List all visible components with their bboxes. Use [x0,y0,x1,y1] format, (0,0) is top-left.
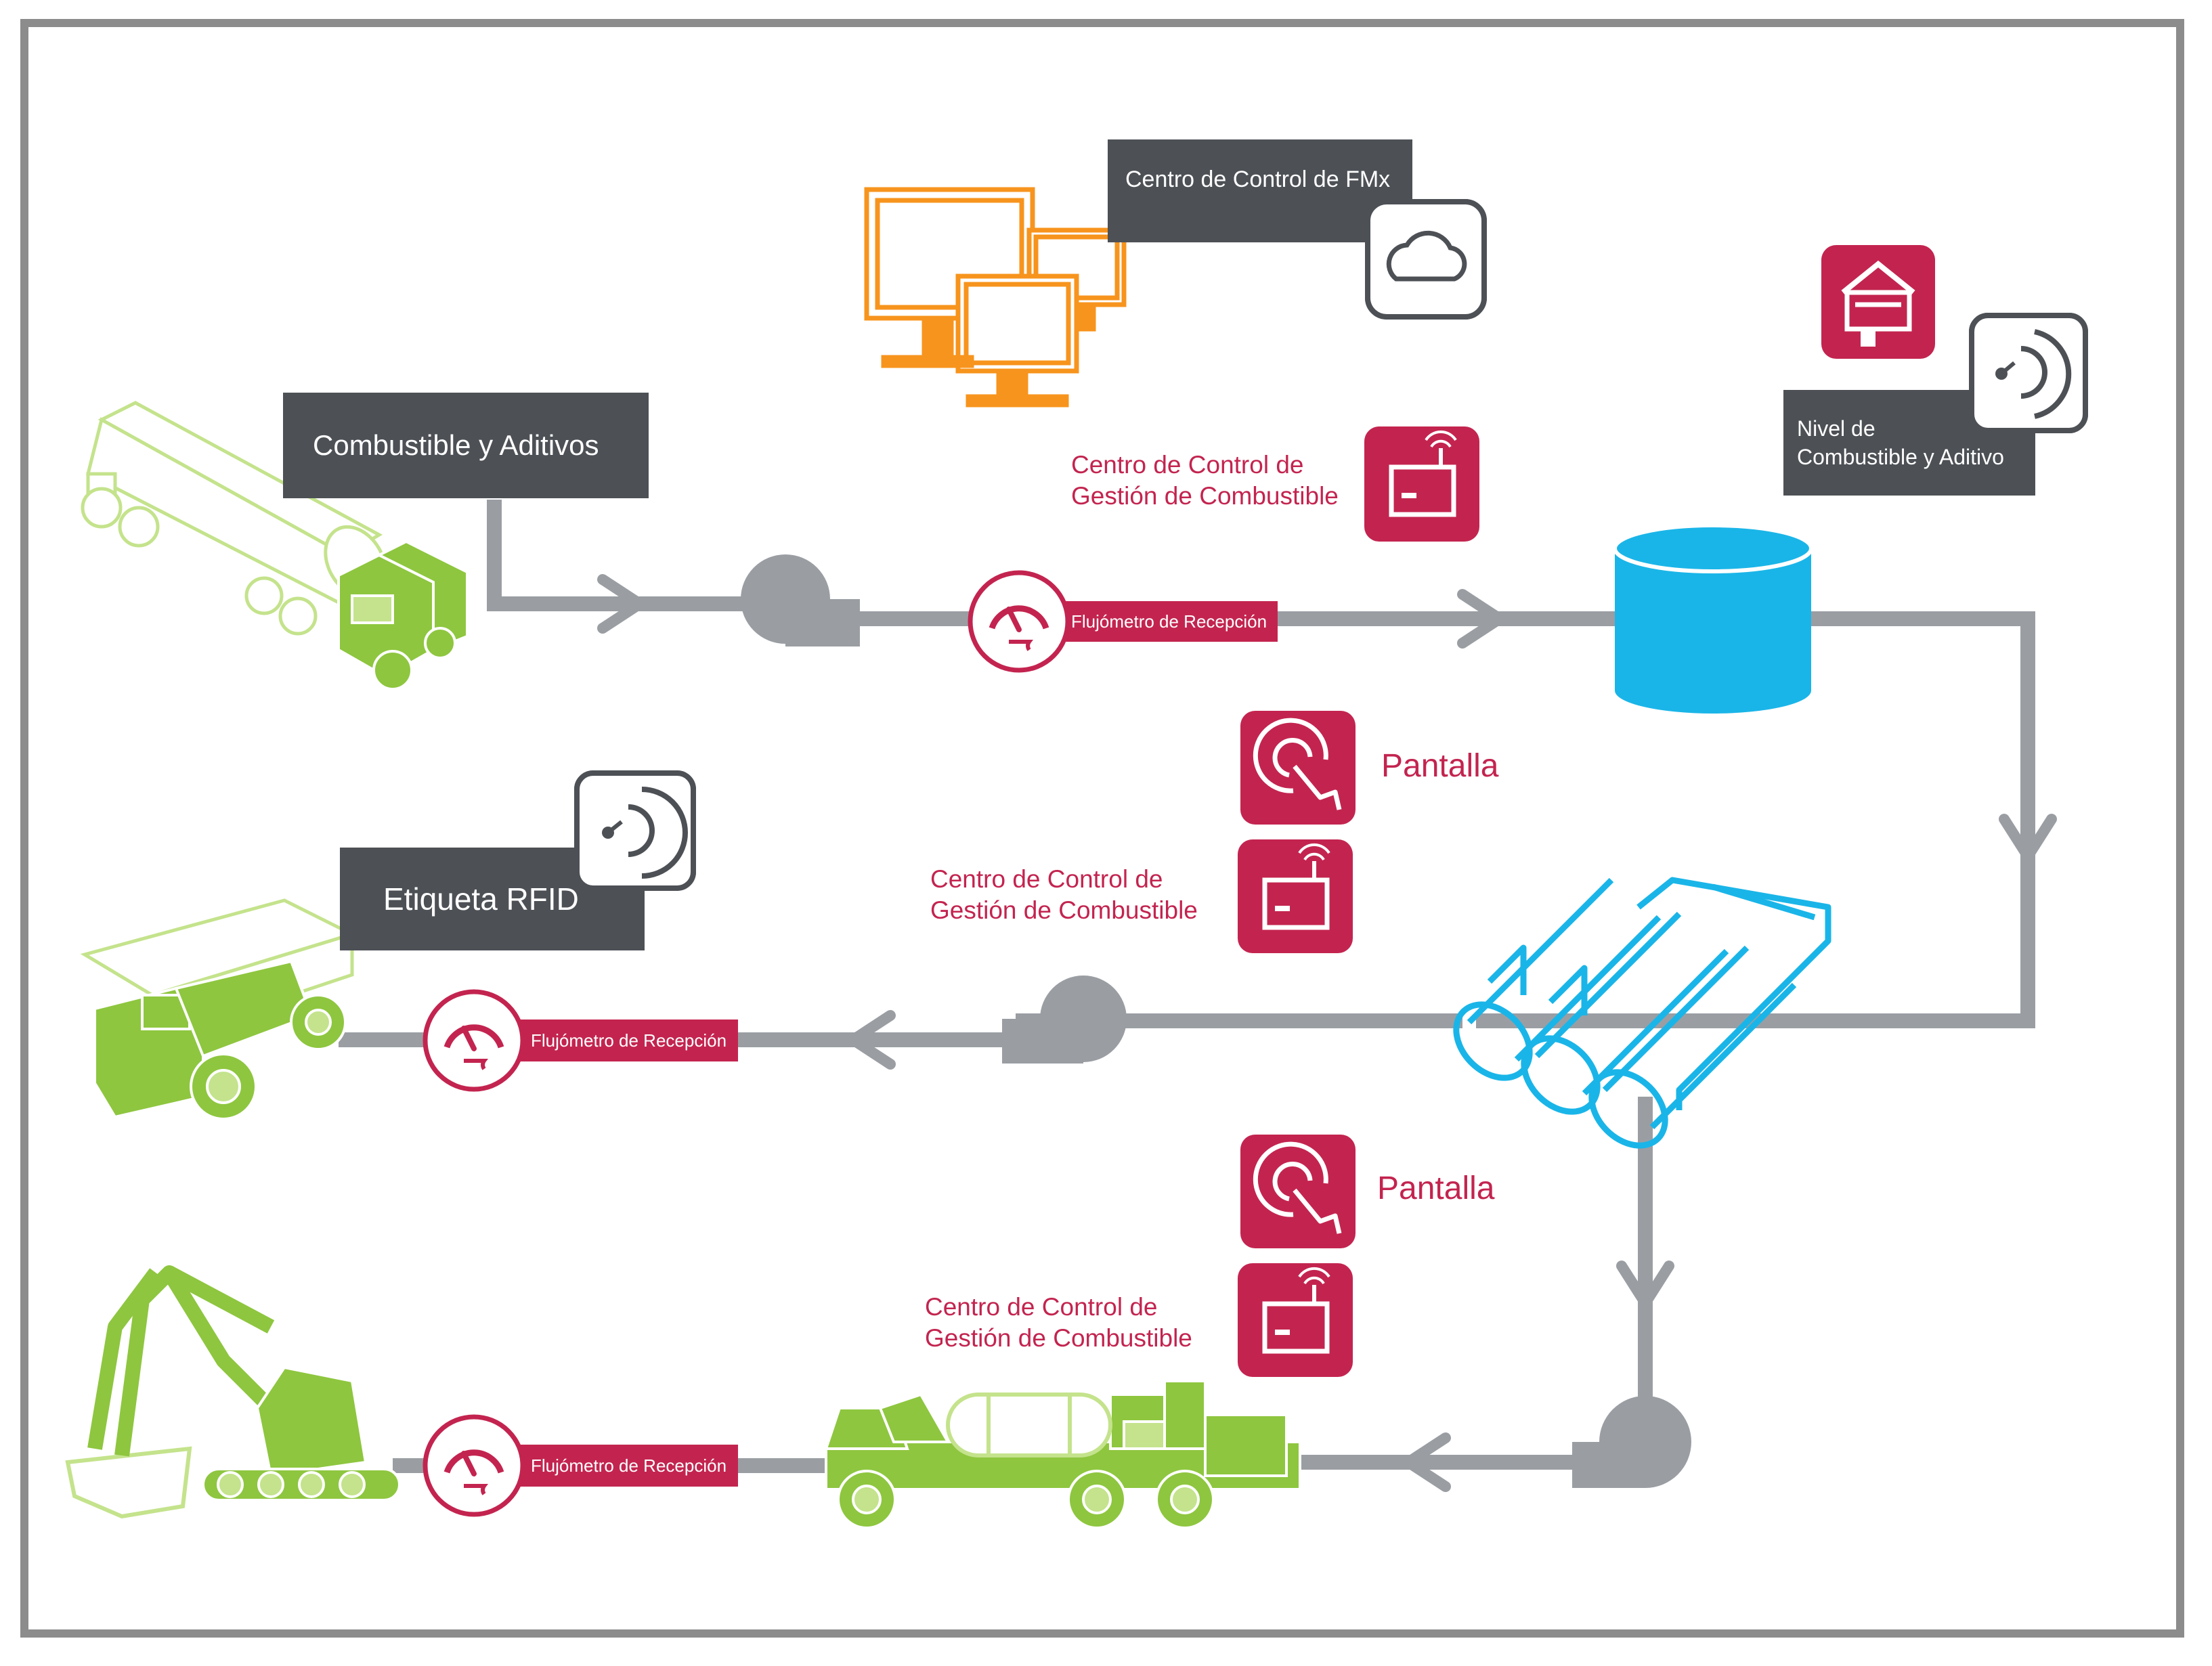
haul-truck-icon [80,898,357,1120]
fmx-center-label: Centro de Control de FMx [1108,139,1412,242]
excavator-icon [65,1265,401,1519]
fuel-control-center-label-top: Centro de Control de Gestión de Combusti… [1071,450,1339,512]
rfid-tag-text: Etiqueta RFID [383,881,579,917]
fuel-additives-text: Combustible y Aditivos [313,429,599,461]
farm-tank [1588,945,1797,1149]
fuel-controller-icon [1238,1263,1353,1377]
fuel-control-center-label-bottom: Centro de Control de Gestión de Combusti… [925,1292,1192,1354]
flowmeter-label-top: Flujómetro de Recepción [1071,611,1267,632]
diagram-border [20,19,2184,1638]
rfid-signal-icon-overlay [574,770,696,891]
fuel-control-line1: Centro de Control de [930,865,1163,893]
fuel-controller-icon [1364,426,1479,542]
pump-icon [1572,1396,1691,1488]
rfid-signal-icon-overlay [1969,313,2088,433]
fuel-additives-label: Combustible y Aditivos [283,393,649,498]
flow-arrow-down-right [1999,814,2057,862]
storage-tank-icon [1613,523,1813,714]
screen-label-middle: Pantalla [1381,748,1499,784]
tank-farm-icon [1453,877,1831,1149]
flow-arrow-left-middle [848,1010,896,1070]
fuel-lube-truck-icon [824,1380,1301,1529]
flowmeter-gauge-icon [422,989,738,1092]
touch-screen-icon [1240,711,1356,825]
screen-label-bottom: Pantalla [1377,1170,1495,1206]
fuel-control-line2: Gestión de Combustible [925,1324,1192,1352]
flow-arrow-left-lower [1403,1432,1451,1492]
cloud-icon-overlay [1365,199,1487,320]
farm-rack [1712,883,1816,921]
computer-monitors-icon [864,187,1127,408]
flow-arrows [597,574,2057,1492]
fuel-control-line1: Centro de Control de [1071,451,1304,479]
flowmeter-label-middle: Flujómetro de Recepción [531,1030,727,1051]
fuel-level-line2: Combustible y Aditivo [1797,445,2004,469]
farm-rack [1487,877,1831,1110]
fuel-control-line2: Gestión de Combustible [1071,482,1339,510]
fmx-center-text: Centro de Control de FMx [1125,167,1391,192]
pump-icon [1002,976,1127,1064]
pump-icon [741,554,860,646]
fuel-level-line1: Nivel de [1797,416,1875,441]
flowmeter-gauge-icon [422,1414,738,1517]
pipe-inlet [487,500,745,611]
fuel-tanker-truck-icon [81,401,469,690]
fuel-controller-icon [1238,839,1353,953]
flowmeter-gauge-icon [968,570,1278,673]
flow-arrow-inlet [597,574,645,634]
fuel-control-line2: Gestión de Combustible [930,896,1198,924]
flow-arrow-down-lower [1616,1261,1674,1309]
fuel-control-center-label-middle: Centro de Control de Gestión de Combusti… [930,864,1198,926]
flow-arrow-to-storage [1457,589,1505,649]
flowmeter-label-bottom: Flujómetro de Recepción [531,1455,727,1476]
level-sensor-icon [1821,245,1935,359]
touch-screen-icon [1240,1135,1356,1248]
farm-tank [1453,877,1662,1081]
fuel-control-line1: Centro de Control de [925,1293,1158,1321]
